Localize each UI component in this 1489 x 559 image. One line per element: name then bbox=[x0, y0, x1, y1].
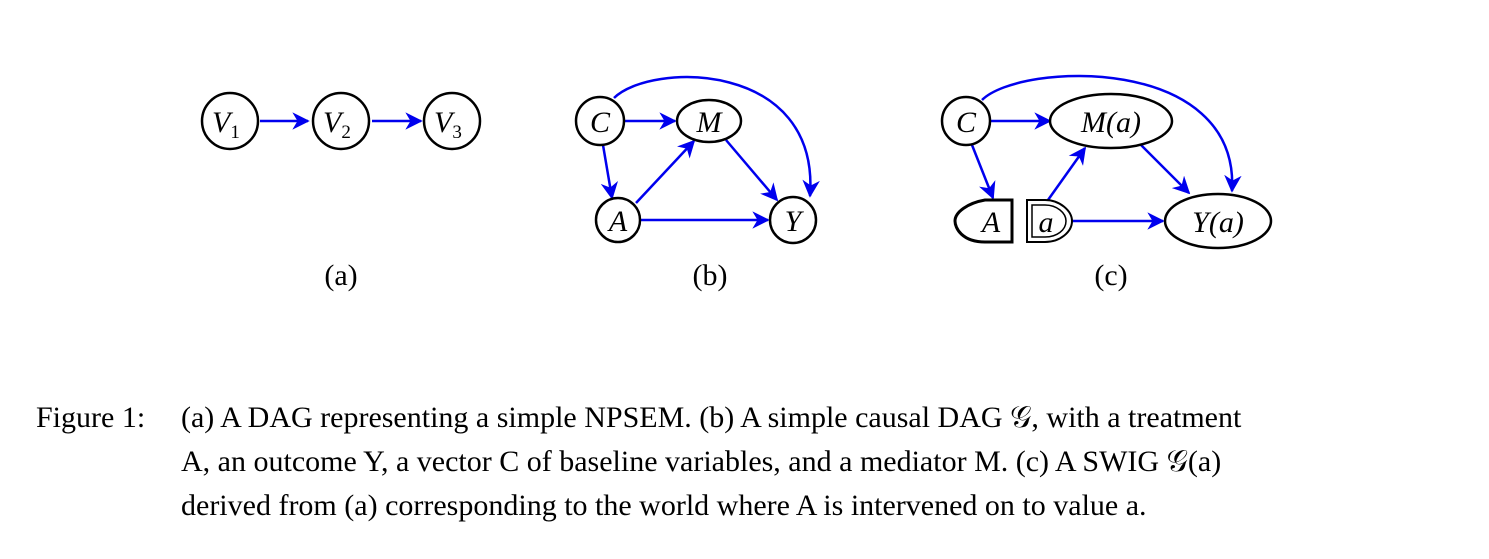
node-v1: V1 bbox=[200, 91, 260, 151]
caption-text: (a) A DAG representing a simple NPSEM. (… bbox=[181, 396, 1446, 528]
node-a: A bbox=[594, 196, 642, 244]
caption-line: derived from (a) corresponding to the wo… bbox=[181, 489, 1147, 522]
caption-line: (a) A DAG representing a simple NPSEM. (… bbox=[181, 401, 1242, 434]
edge-c-a bbox=[970, 144, 996, 200]
edge-ma-ya bbox=[1139, 143, 1191, 195]
node-ya: Y(a) bbox=[1163, 192, 1273, 250]
svg-text:V2: V2 bbox=[323, 106, 351, 143]
panel-a-label: (a) bbox=[324, 259, 357, 292]
node-y: Y bbox=[768, 195, 818, 245]
panel-c-label: (c) bbox=[1094, 259, 1127, 292]
figure-caption: Figure 1: (a) A DAG representing a simpl… bbox=[36, 396, 1456, 528]
node-a-random-half: A bbox=[953, 198, 1014, 244]
node-v2: V2 bbox=[311, 91, 371, 151]
edge-m-y bbox=[725, 139, 779, 202]
node-a-fixed-half: a bbox=[1026, 199, 1074, 243]
figure-diagram: V1 V2 V3 (a) bbox=[200, 74, 1273, 292]
caption-line: A, an outcome Y, a vector C of baseline … bbox=[181, 445, 1222, 478]
node-c: C bbox=[574, 95, 626, 147]
node-v3: V3 bbox=[422, 91, 482, 151]
svg-text:C: C bbox=[956, 106, 977, 139]
svg-text:M(a): M(a) bbox=[1080, 106, 1141, 139]
svg-text:Y: Y bbox=[785, 205, 805, 238]
svg-text:a: a bbox=[1039, 206, 1054, 239]
panel-a: V1 V2 V3 (a) bbox=[200, 91, 482, 292]
panel-c: C M(a) A a Y(a) (c) bbox=[940, 74, 1273, 292]
caption-prefix: Figure 1: bbox=[36, 401, 146, 434]
svg-text:Y(a): Y(a) bbox=[1192, 206, 1244, 239]
svg-text:C: C bbox=[590, 106, 611, 139]
svg-text:A: A bbox=[980, 206, 1001, 239]
svg-text:A: A bbox=[607, 205, 628, 238]
panel-b-label: (b) bbox=[693, 259, 728, 292]
node-m: M bbox=[675, 98, 743, 144]
edge-c-a bbox=[600, 144, 618, 200]
svg-text:V1: V1 bbox=[212, 106, 240, 143]
edge-a-m bbox=[635, 139, 696, 204]
node-c: C bbox=[940, 95, 992, 147]
node-ma: M(a) bbox=[1048, 92, 1174, 150]
edge-c-ya bbox=[981, 74, 1242, 193]
panel-b: C M A Y (b) bbox=[574, 76, 820, 292]
edge-c-y bbox=[613, 76, 820, 198]
edge-a-ma bbox=[1046, 146, 1087, 201]
svg-text:V3: V3 bbox=[434, 106, 462, 143]
svg-text:M: M bbox=[696, 106, 724, 139]
